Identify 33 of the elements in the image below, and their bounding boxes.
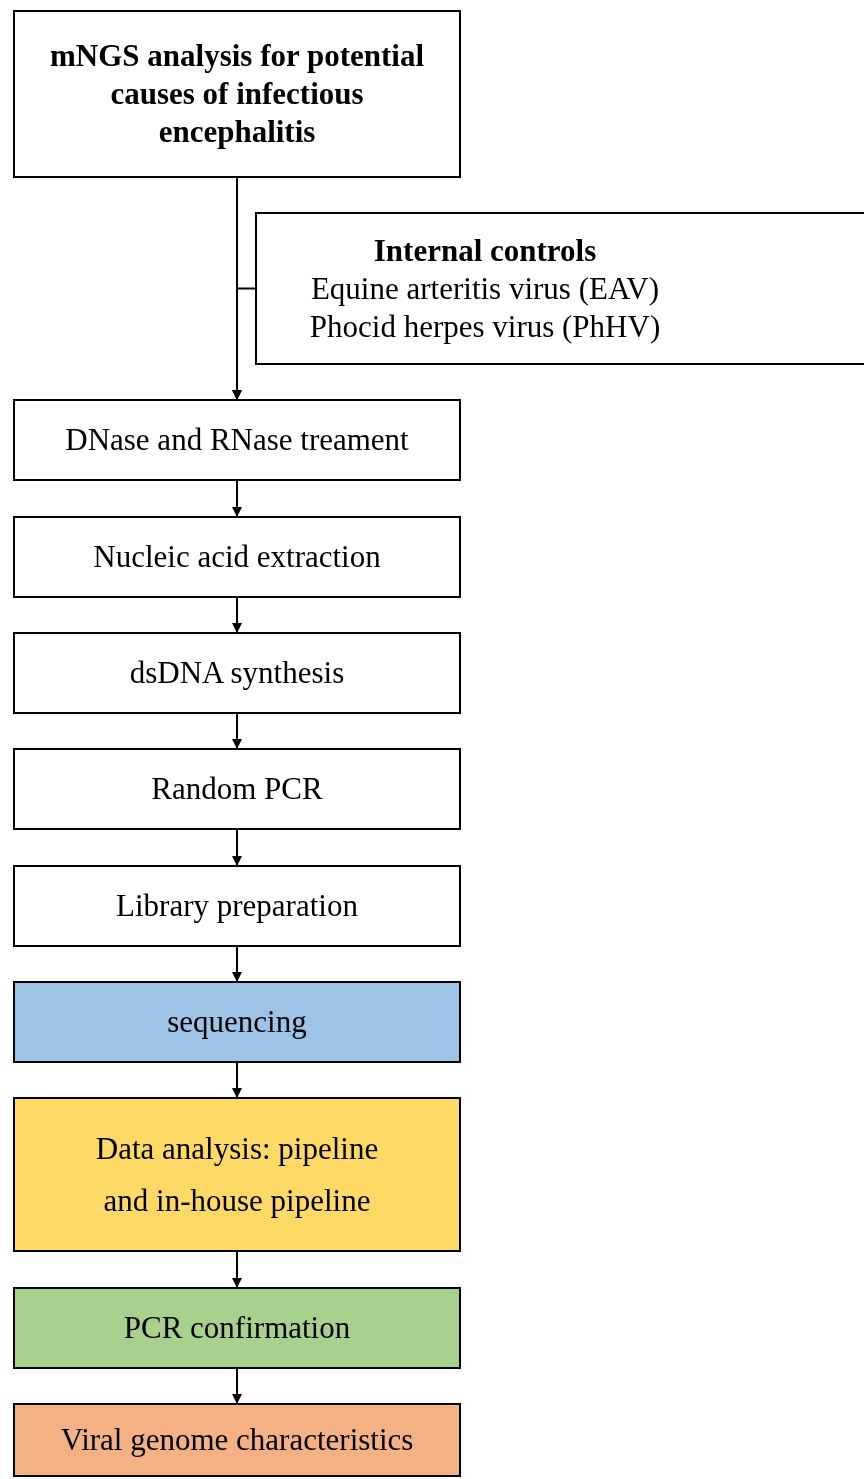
box-text: Library preparation [116,887,358,925]
box-text: Nucleic acid extraction [93,538,381,576]
arrow [232,597,242,633]
arrow [232,480,242,517]
arrow [232,1062,242,1098]
box-text: dsDNA synthesis [129,654,345,692]
heading-text: Internal controls [373,231,597,270]
process-box [13,1097,461,1252]
box-text: Equine arteritis virus (EAV) [310,269,660,308]
box-text: DNase and RNase treament [65,421,409,459]
arrow [232,1251,242,1288]
arrow [232,713,242,749]
arrow [232,946,242,982]
heading-text: mNGS analysis for potential causes of infectious encephalitis [48,37,425,151]
process-box [13,748,461,830]
process-box [13,516,461,598]
box-text: Phocid herpes virus (PhHV) [309,307,661,346]
arrow [232,1368,242,1404]
box-text: PCR confirmation [123,1309,351,1347]
arrow [232,287,256,400]
box-text: Data analysis: pipeline and in-house pipeline [94,1129,380,1220]
process-box [13,1287,461,1369]
process-box [13,10,461,178]
process-box [255,212,864,365]
process-box [13,399,461,481]
box-text: Random PCR [151,770,323,808]
box-text: Viral genome characteristics [60,1421,414,1459]
arrow [232,829,242,866]
process-box [13,981,461,1063]
process-box [13,865,461,947]
process-box [13,632,461,714]
box-text: sequencing [167,1003,307,1041]
process-box [13,1403,461,1477]
